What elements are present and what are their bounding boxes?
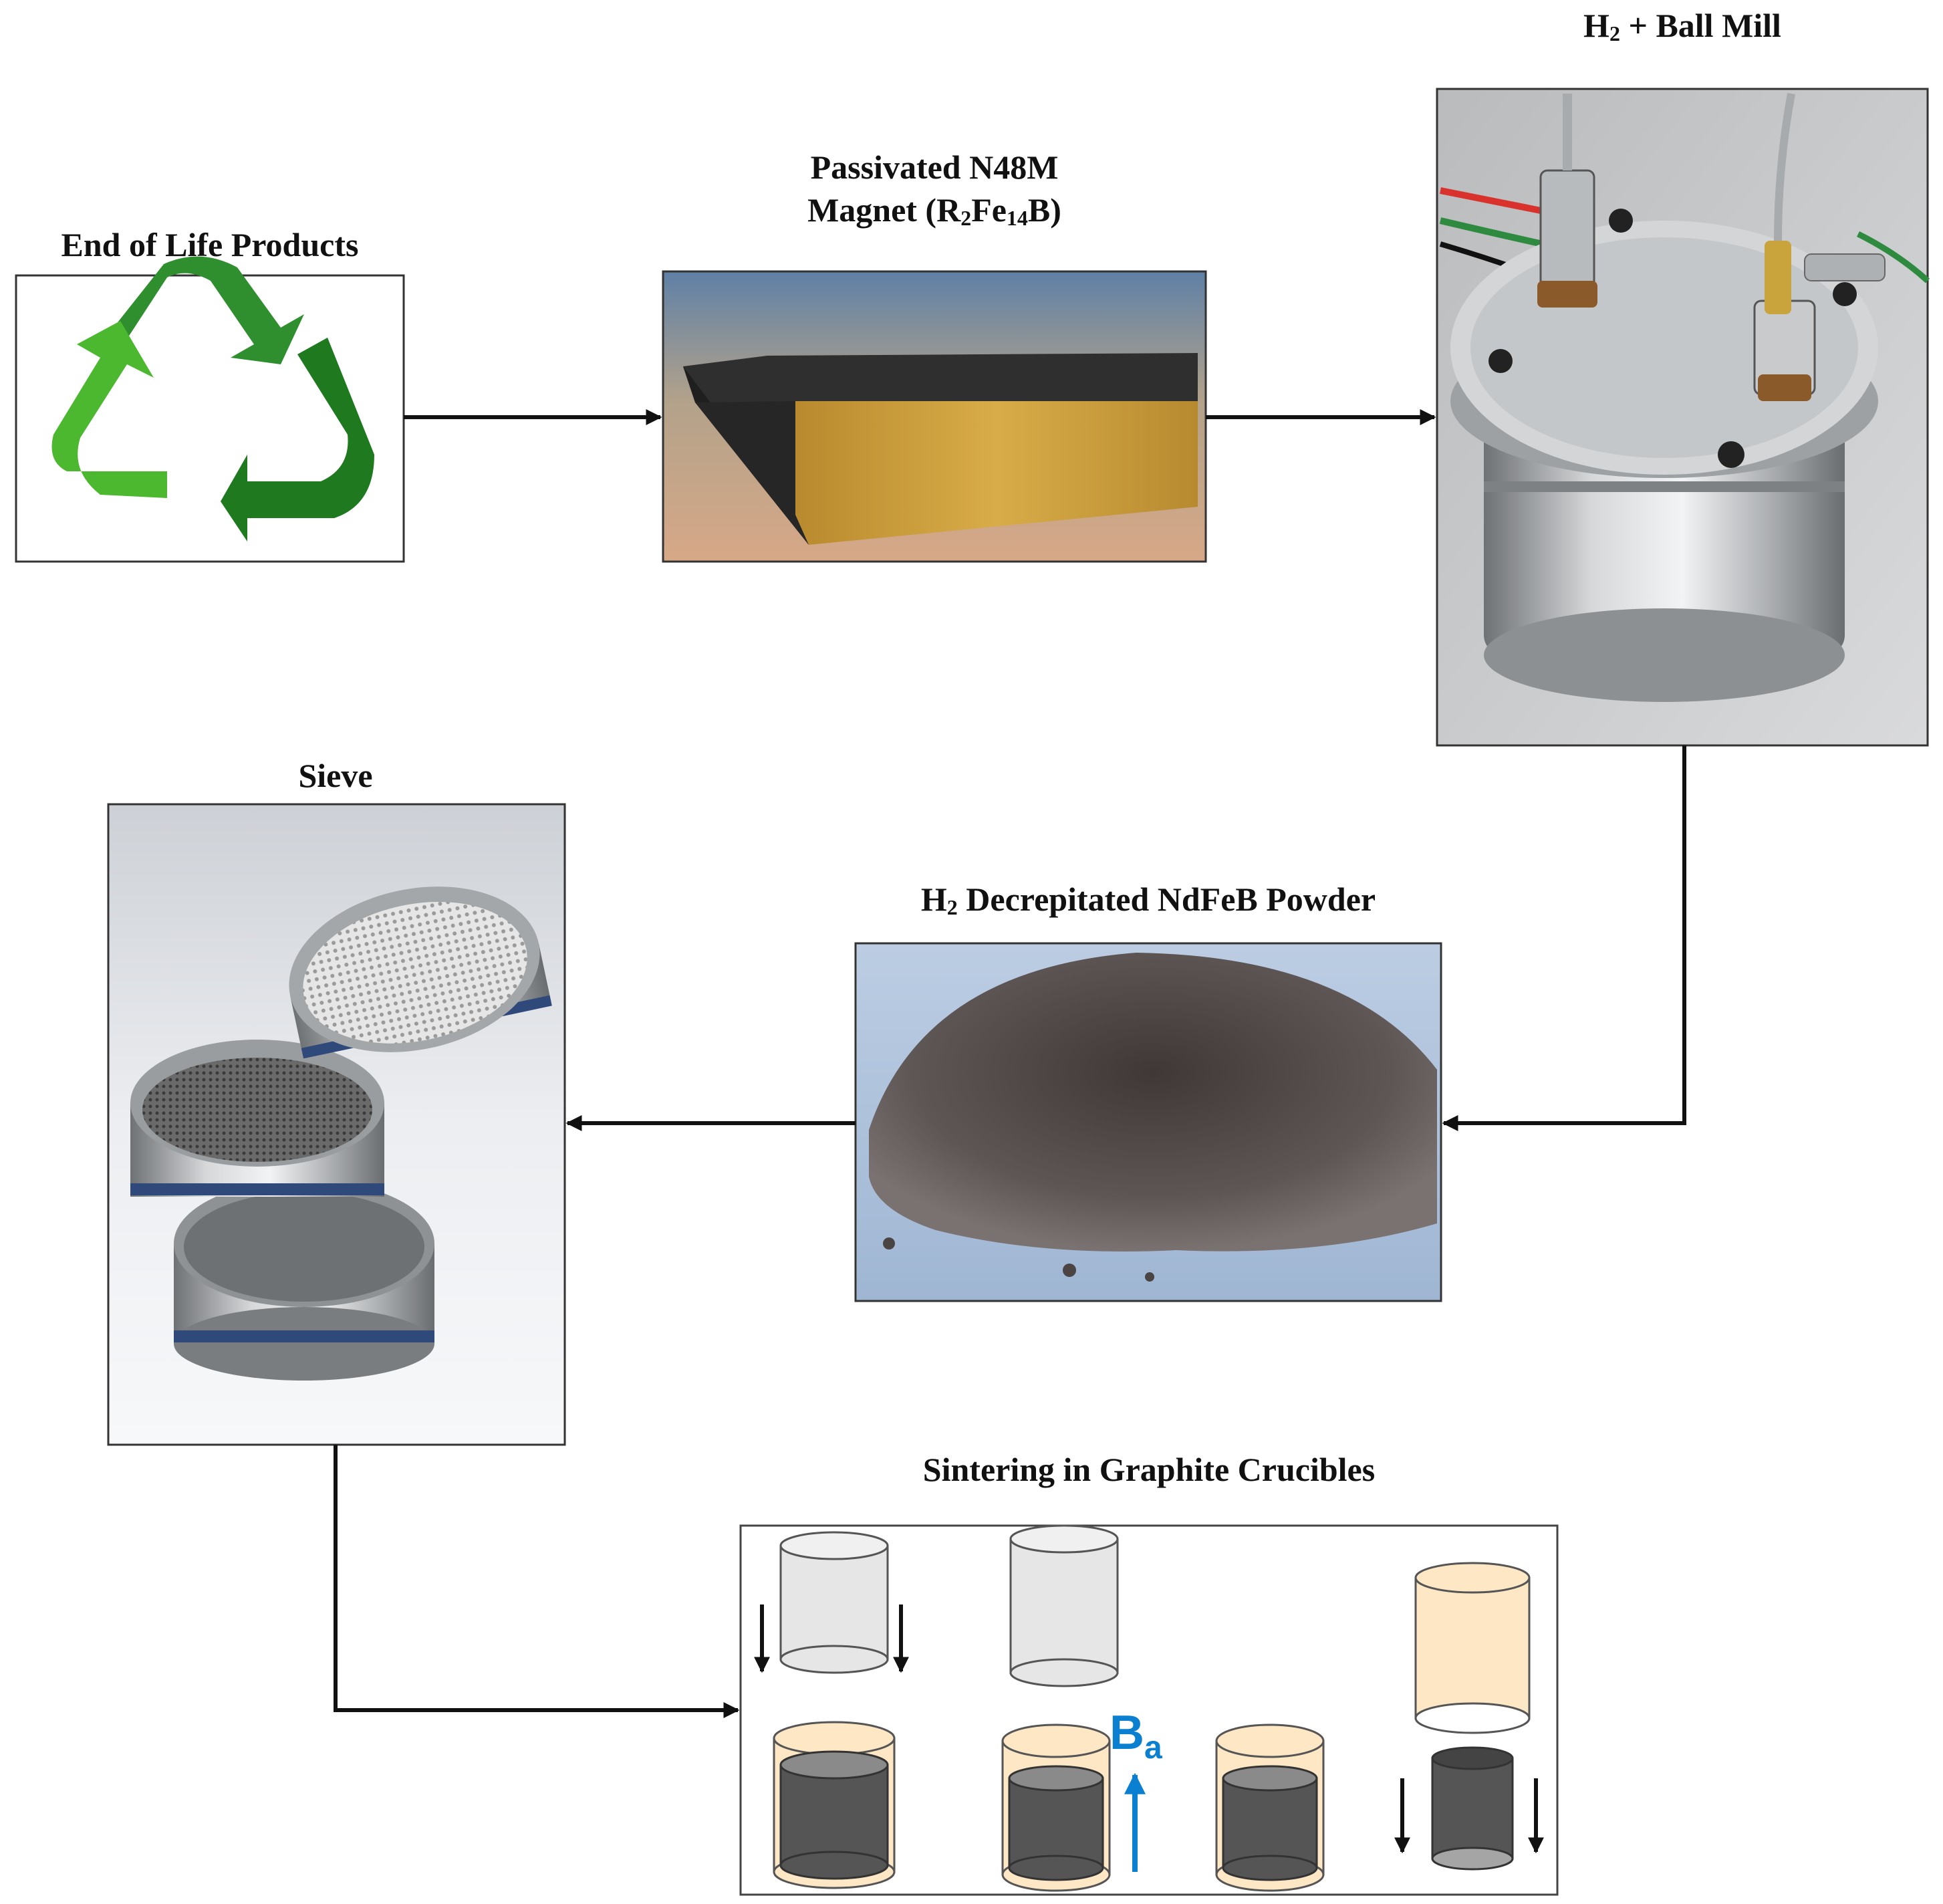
eol-title: End of Life Products [61,226,359,263]
powder-title: H2 Decrepitated NdFeB Powder [920,880,1376,919]
crucible-stage-4 [1394,1562,1544,1871]
mill-title: H2 + Ball Mill [1583,7,1781,45]
crucible-stage-2 [1001,1524,1146,1892]
recycle-icon [51,256,374,542]
magnet-title: Passivated N48M Magnet (R2Fe14B) [663,146,1206,231]
magnet-top-face [683,353,1198,402]
sieve-image [107,803,566,1446]
flow-arrows [334,409,1686,1718]
applied-field-label: Ba [1110,1706,1162,1766]
powder-image [854,942,1442,1302]
crucible-stage-3 [1215,1723,1325,1892]
arrow-sieve-to-sintering [334,1445,740,1718]
magnet-front-face [795,401,1198,545]
eol-image [15,256,405,563]
sintering-title: Sintering in Graphite Crucibles [922,1451,1376,1488]
sintering-panel [739,1524,1559,1896]
arrow-mill-to-powder [1442,745,1686,1131]
magnet-title-line1: Passivated N48M [810,148,1059,186]
sieve-top [289,886,552,1059]
sieve-middle [130,1040,384,1197]
ball-mill-image [1436,88,1930,747]
sieve-bottom [174,1180,434,1381]
magnet-image [662,270,1207,563]
powder-heap [869,953,1437,1252]
crucible-stage-1 [754,1531,909,1889]
magnet-title-line2: Magnet (R2Fe14B) [807,191,1061,230]
sieve-title: Sieve [298,757,373,794]
